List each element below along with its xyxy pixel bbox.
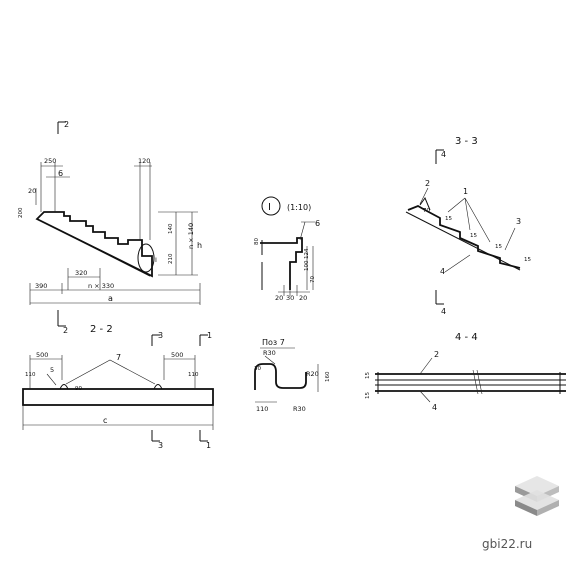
stair-elevation-view: 2 I 250 6 120 20 200 n × 140 h 140 210 3… [18, 120, 202, 335]
section-mark-2-bottom: 2 [63, 326, 68, 335]
detail-callout-circle [137, 243, 155, 273]
dim-500-right: 500 [171, 351, 183, 359]
section-3-3-label-4: 4 [440, 267, 445, 276]
pos-7-r30-bottom: R30 [293, 405, 306, 413]
detail-scale: (1:10) [287, 203, 311, 212]
section-mark-1-bottom: 1 [206, 441, 211, 450]
dim-a: a [108, 294, 113, 303]
detail-dim-124: 124 [304, 248, 310, 259]
section-mark-3-bottom: 3 [158, 441, 163, 450]
section-mark-4-bottom: 4 [441, 307, 446, 316]
section-2-2-slab [22, 388, 214, 406]
pos-7-dim-110: 110 [256, 405, 268, 413]
detail-dim-bottom-20: 20 [275, 294, 283, 302]
pos-7-dim-160: 160 [325, 371, 331, 382]
detail-dim-100: 100 [304, 260, 310, 271]
stair-profile [35, 211, 153, 278]
detail-I-view: I (1:10) 6 80 124 100 70 20 30 20 [254, 196, 320, 302]
dim-c: c [103, 416, 107, 425]
section-4-4-title: 4 - 4 [455, 332, 478, 343]
detail-dim-6: 6 [315, 219, 320, 228]
section-4-4-view: 4 - 4 2 4 15 15 [365, 332, 566, 412]
section-2-2-title: 2 - 2 [90, 324, 113, 335]
section-3-3-dim-15c: 15 [495, 244, 502, 250]
section-3-3-label-1: 1 [463, 187, 468, 196]
dim-110-left: 110 [25, 372, 36, 378]
section-3-3-label-2: 2 [425, 179, 430, 188]
section-4-4-dim-15b: 15 [365, 392, 371, 399]
pos-7-r20: R20 [306, 370, 319, 378]
pos-7-title: Поз 7 [262, 338, 285, 347]
section-2-2-label-5: 5 [50, 366, 54, 374]
pos-7-view: Поз 7 R30 R20 R30 30 110 160 [254, 338, 331, 413]
pos-7-loop-shape [254, 363, 307, 390]
dim-250: 250 [44, 157, 56, 165]
dim-h: h [197, 241, 202, 250]
detail-callout-label: I [155, 256, 157, 264]
dim-210: 210 [168, 253, 174, 264]
dim-120: 120 [138, 157, 150, 165]
section-mark-4-top: 4 [441, 150, 446, 159]
section-3-3-profile [407, 205, 521, 269]
section-2-2-label-7: 7 [116, 353, 121, 362]
section-3-3-title: 3 - 3 [455, 136, 478, 147]
watermark-text: gbi22.ru [482, 537, 533, 551]
brand-logo [515, 476, 559, 516]
section-4-4-label-4: 4 [432, 403, 437, 412]
dim-90: 90 [75, 386, 82, 392]
section-3-3-dim-15d: 15 [524, 257, 531, 263]
detail-dim-bottom-20b: 20 [299, 294, 307, 302]
pos-7-dim-30: 30 [254, 366, 261, 372]
dim-6-callout: 6 [58, 169, 63, 178]
dim-n140: n × 140 [187, 223, 195, 249]
dim-140: 140 [168, 223, 174, 234]
section-3-3-label-3: 3 [516, 217, 521, 226]
section-2-2-view: 2 - 2 3 1 7 5 500 500 110 110 90 c [22, 324, 214, 450]
section-3-3-dim-15b: 15 [470, 233, 477, 239]
section-3-3-view: 3 - 3 4 2 1 3 4 15 15 15 15 70 4 [405, 136, 531, 316]
detail-label: I [268, 202, 271, 213]
dim-320: 320 [75, 269, 87, 277]
section-3-3-dim-15a: 15 [445, 216, 452, 222]
dim-390: 390 [35, 282, 47, 290]
detail-label-circle [261, 196, 281, 216]
section-3-3-dim-70: 70 [423, 208, 430, 214]
section-4-4-label-2: 2 [434, 350, 439, 359]
section-mark-1-top: 1 [207, 331, 212, 340]
dim-500-left: 500 [36, 351, 48, 359]
section-4-4-dim-15a: 15 [365, 372, 371, 379]
detail-dim-80: 80 [254, 238, 260, 245]
dim-n330: n × 330 [88, 282, 114, 290]
pos-7-r30-top: R30 [263, 349, 276, 357]
dim-left-side: 200 [18, 207, 24, 218]
dim-110-right: 110 [188, 372, 199, 378]
section-mark-2-top: 2 [64, 120, 69, 129]
section-mark-3-top: 3 [158, 331, 163, 340]
dim-20: 20 [28, 187, 36, 195]
detail-dim-bottom-30: 30 [286, 294, 294, 302]
detail-dim-70: 70 [310, 276, 316, 283]
